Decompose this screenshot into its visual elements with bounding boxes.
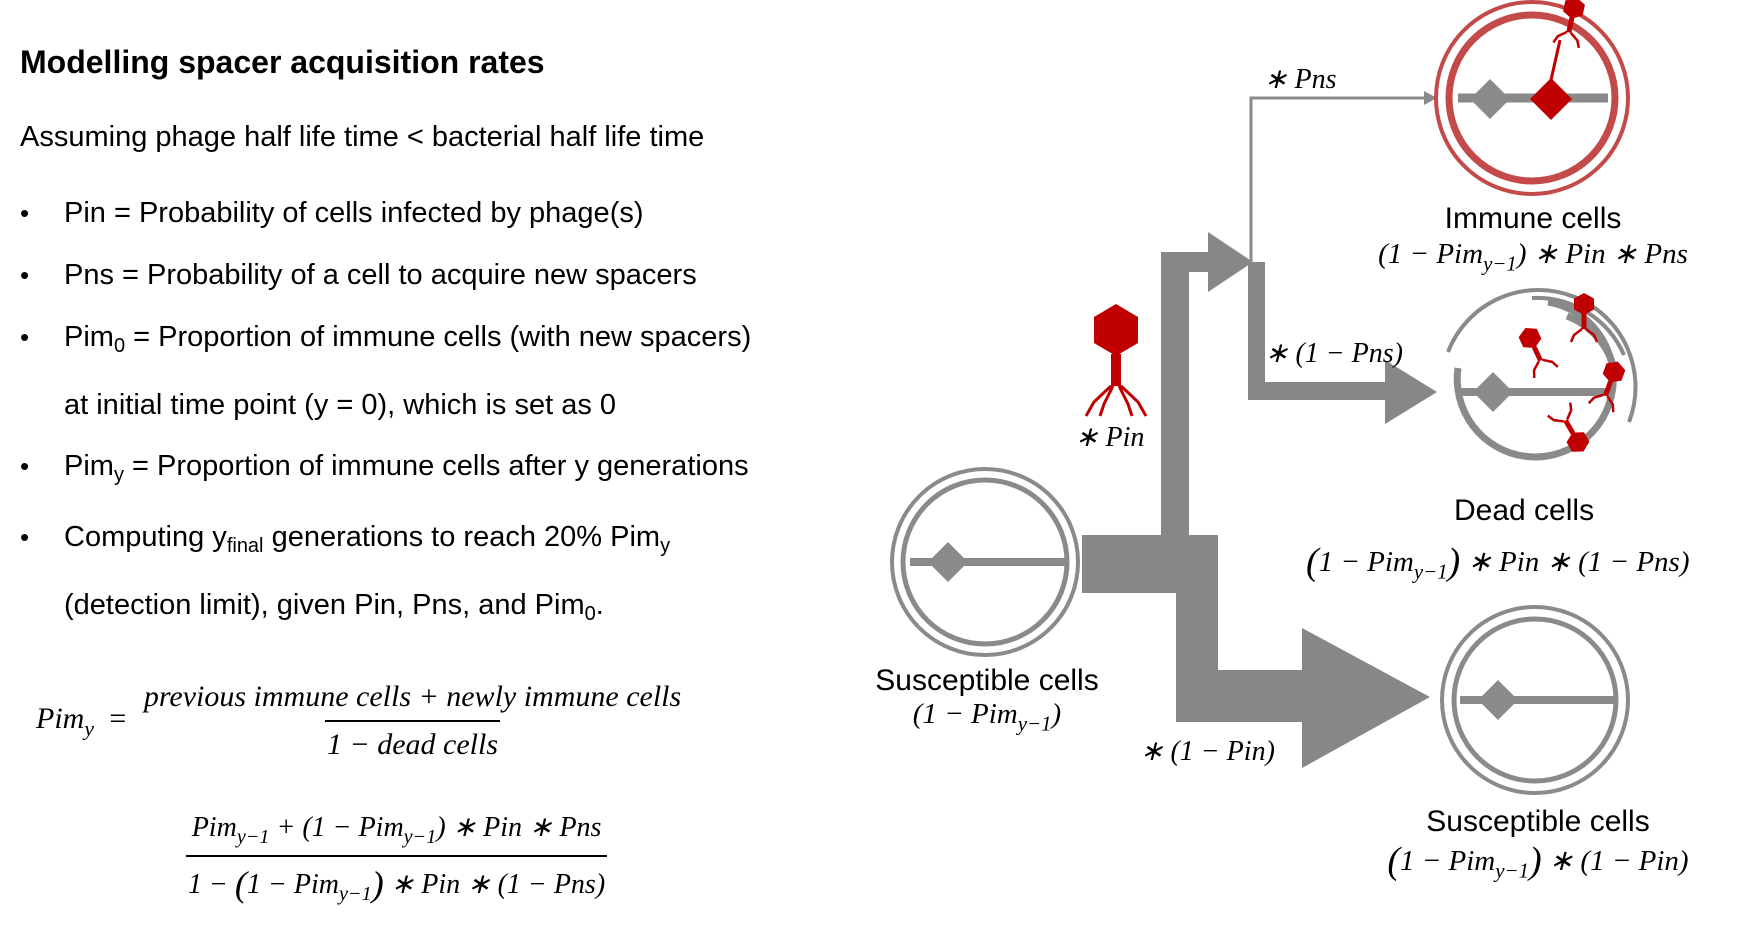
slide-title: Modelling spacer acquisition rates <box>20 44 545 80</box>
label-susceptible-cells: Susceptible cells (1 − Pimy−1) ∗ (1 − Pi… <box>1344 805 1732 883</box>
eq2-den-rparen: ) <box>371 864 384 905</box>
dead-cell-title: Dead cells <box>1454 494 1595 527</box>
label-source-susceptible: Susceptible cells (1 − Pimy−1) <box>849 664 1125 736</box>
eq1-equals: = <box>109 701 127 735</box>
label-immune-cells: Immune cells (1 − Pimy−1) ∗ Pin ∗ Pns <box>1346 202 1720 276</box>
multiplier-pin: ∗ Pin <box>1075 422 1145 453</box>
bullet-pimy: Pimy = Proportion of immune cells after … <box>20 435 751 506</box>
bullet-pim0: Pim0 = Proportion of immune cells (with … <box>20 306 751 435</box>
bullet-pim0-text: = Proportion of immune cells (with new s… <box>125 321 752 353</box>
bullet-pns: Pns = Probability of a cell to acquire n… <box>20 244 751 306</box>
bullet-pimy-text: = Proportion of immune cells after y gen… <box>123 450 749 482</box>
immune-f-b: ) ∗ Pin ∗ Pns <box>1516 238 1688 270</box>
multiplier-pns: ∗ Pns <box>1264 64 1337 95</box>
dead-cell-formula: (1 − Pimy−1) ∗ Pin ∗ (1 − Pns) <box>1306 540 1689 584</box>
flow-trunk-horizontal <box>1082 535 1176 593</box>
immune-f-sub: y−1 <box>1483 251 1517 276</box>
eq1-numerator: previous immune cells + newly immune cel… <box>143 680 682 713</box>
bullet-pim0-var: Pim <box>64 321 114 353</box>
dead-cell <box>1446 288 1638 461</box>
pimy-formula-equation: Pimy−1 + (1 − Pimy−1) ∗ Pin ∗ Pns 1 − (1… <box>186 810 608 906</box>
eq2-numerator: Pimy−1 + (1 − Pimy−1) ∗ Pin ∗ Pns <box>190 810 604 855</box>
susceptible-f-b: ∗ (1 − Pin) <box>1541 844 1689 877</box>
label-dead-cells: Dead cells <box>1304 494 1758 528</box>
dead-branch-vertical <box>1248 262 1265 398</box>
bullet-yfinal-cont-sub: 0 <box>584 603 596 625</box>
eq2-den-b: 1 − Pim <box>247 869 340 901</box>
susceptible-cell <box>1440 605 1630 795</box>
dead-f-a: 1 − Pim <box>1318 545 1414 578</box>
immune-branch-line <box>1249 96 1424 264</box>
immune-f-a: (1 − Pim <box>1378 238 1484 270</box>
eq2-denominator: 1 − (1 − Pimy−1) ∗ Pin ∗ (1 − Pns) <box>186 855 608 906</box>
source-f-b: ) <box>1051 698 1062 730</box>
eq1-fraction: previous immune cells + newly immune cel… <box>142 680 683 762</box>
susceptible-f-sub: y−1 <box>1495 858 1530 883</box>
immune-cell-formula: (1 − Pimy−1) ∗ Pin ∗ Pns <box>1346 236 1720 276</box>
flow-arrows <box>1082 232 1437 768</box>
bullet-yfinal-sub2: y <box>660 535 671 557</box>
slide-subtitle: Assuming phage half life time < bacteria… <box>20 121 705 153</box>
bullet-yfinal-a: Computing y <box>64 521 227 553</box>
bullet-pim0-continuation: at initial time point (y = 0), which is … <box>64 389 617 421</box>
eq2-den-c: ∗ Pin ∗ (1 − Pns) <box>383 869 606 901</box>
eq2-num-b: + (1 − Pim <box>269 812 404 843</box>
eq2-den-b-sub: y−1 <box>339 883 372 906</box>
bullet-pns-text: Pns = Probability of a cell to acquire n… <box>64 259 697 291</box>
bullet-yfinal-cont-a: (detection limit), given Pin, Pns, and P… <box>64 589 585 621</box>
susceptible-cell-title: Susceptible cells <box>1426 805 1650 838</box>
bullet-yfinal: Computing yfinal generations to reach 20… <box>20 506 751 644</box>
phage-icon <box>1084 302 1148 418</box>
pimy-word-equation: Pimy = previous immune cells + newly imm… <box>36 680 683 762</box>
eq2-den-a: 1 − <box>188 869 235 901</box>
eq2-num-a: Pim <box>191 812 237 843</box>
susceptible-branch-vertical <box>1176 535 1218 680</box>
immune-branch-arrowhead <box>1424 91 1437 105</box>
bullet-pimy-sub: y <box>113 464 124 486</box>
source-cell-title: Susceptible cells <box>875 664 1099 697</box>
eq2-num-b-sub: y−1 <box>403 826 437 849</box>
bullet-yfinal-b: generations to reach 20% Pim <box>263 521 661 553</box>
eq2-num-a-sub: y−1 <box>236 826 270 849</box>
eq2-den-lparen: ( <box>234 864 248 905</box>
source-susceptible-cell <box>890 467 1080 657</box>
susceptible-branch-arrow <box>1176 628 1430 768</box>
dead-f-b: ∗ Pin ∗ (1 − Pns) <box>1460 545 1690 578</box>
dead-f-rparen: ) <box>1447 541 1461 583</box>
bullet-pimy-var: Pim <box>64 450 114 482</box>
susceptible-cell-formula: (1 − Pimy−1) ∗ (1 − Pin) <box>1344 839 1732 883</box>
bullet-pim0-sub: 0 <box>113 335 126 357</box>
flow-trunk-vertical <box>1161 252 1189 553</box>
multiplier-one-minus-pin: ∗ (1 − Pin) <box>1140 736 1275 767</box>
immune-cell <box>1434 0 1630 196</box>
dead-branch-arrow <box>1248 360 1437 424</box>
dead-f-lparen: ( <box>1306 541 1319 583</box>
bullet-yfinal-sub: final <box>226 535 264 557</box>
source-f-a: (1 − Pim <box>912 698 1018 730</box>
bullet-pin: Pin = Probability of cells infected by p… <box>20 182 751 244</box>
bullet-yfinal-cont-b: . <box>595 589 604 621</box>
eq2-num-c: ) ∗ Pin ∗ Pns <box>436 812 602 843</box>
infected-branch-arrow <box>1161 232 1253 292</box>
eq1-lhs: Pim <box>36 701 85 735</box>
susceptible-f-lparen: ( <box>1387 840 1400 882</box>
multiplier-one-minus-pns: ∗ (1 − Pns) <box>1265 338 1404 369</box>
eq2-fraction: Pimy−1 + (1 − Pimy−1) ∗ Pin ∗ Pns 1 − (1… <box>186 810 608 906</box>
susceptible-f-a: 1 − Pim <box>1399 844 1496 877</box>
dead-f-sub: y−1 <box>1413 559 1448 584</box>
bullet-pin-text: Pin = Probability of cells infected by p… <box>64 197 644 229</box>
source-cell-formula: (1 − Pimy−1) <box>849 698 1125 736</box>
susceptible-f-rparen: ) <box>1529 840 1542 882</box>
source-f-sub: y−1 <box>1017 711 1052 736</box>
definition-list: Pin = Probability of cells infected by p… <box>20 182 751 644</box>
eq1-denominator: 1 − dead cells <box>324 720 501 762</box>
immune-cell-title: Immune cells <box>1444 202 1622 235</box>
eq1-lhs-sub: y <box>84 716 94 741</box>
bullet-yfinal-continuation: (detection limit), given Pin, Pns, and P… <box>64 575 751 644</box>
